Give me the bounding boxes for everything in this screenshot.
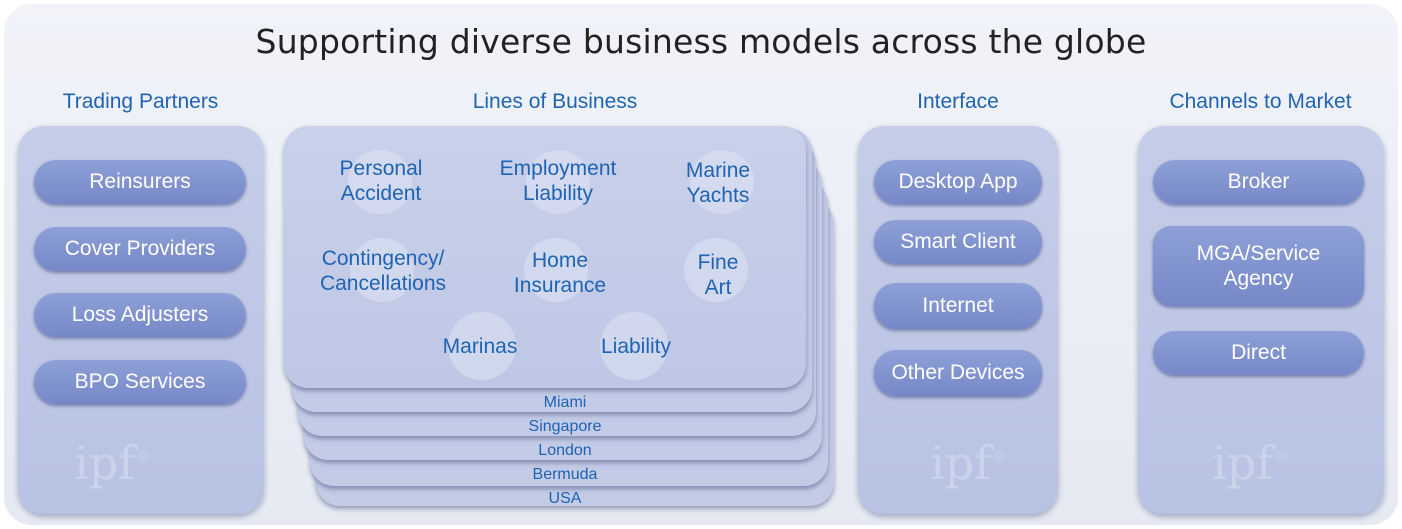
ipf-logo-watermark: ipf® bbox=[930, 436, 1008, 490]
location-usa: USA bbox=[548, 490, 582, 507]
ipf-logo-watermark: ipf® bbox=[1212, 436, 1290, 490]
lob-home-insurance: Home Insurance bbox=[513, 249, 607, 298]
bubble bbox=[524, 238, 588, 302]
trading-partner-loss-adjusters: Loss Adjusters bbox=[34, 293, 246, 337]
lob-personal-accident: Personal Accident bbox=[339, 157, 423, 206]
location-london: London bbox=[538, 442, 592, 459]
location-miami: Miami bbox=[543, 394, 587, 411]
ipf-logo-watermark: ipf® bbox=[74, 436, 152, 490]
location-bermuda: Bermuda bbox=[532, 466, 598, 483]
trading-partner-reinsurers: Reinsurers bbox=[34, 160, 246, 204]
location-singapore: Singapore bbox=[528, 418, 602, 435]
channel-direct: Direct bbox=[1153, 331, 1364, 375]
lob-liability: Liability bbox=[600, 335, 672, 358]
trading-partner-bpo-services: BPO Services bbox=[34, 360, 246, 404]
interface-smart-client: Smart Client bbox=[874, 220, 1042, 264]
lob-employment-liability: Employment Liability bbox=[499, 157, 617, 206]
channel-mga-service-agency: MGA/Service Agency bbox=[1153, 226, 1364, 306]
diagram-title: Supporting diverse business models acros… bbox=[255, 22, 1147, 61]
heading-interface: Interface bbox=[917, 90, 999, 113]
lob-marinas: Marinas bbox=[442, 335, 518, 358]
lob-contingency-cancellations: Contingency/ Cancellations bbox=[319, 247, 447, 296]
bubble bbox=[350, 238, 414, 302]
heading-lines-of-business: Lines of Business bbox=[472, 90, 638, 113]
bubble bbox=[690, 150, 754, 214]
heading-trading-partners: Trading Partners bbox=[62, 90, 219, 113]
bubble bbox=[448, 312, 516, 380]
interface-desktop-app: Desktop App bbox=[874, 160, 1042, 204]
bubble bbox=[348, 150, 412, 214]
trading-partner-cover-providers: Cover Providers bbox=[34, 227, 246, 271]
lob-marine-yachts: Marine Yachts bbox=[685, 159, 751, 208]
channel-broker: Broker bbox=[1153, 160, 1364, 204]
lob-fine-art: Fine Art bbox=[697, 251, 739, 300]
bubble bbox=[600, 312, 668, 380]
bubble bbox=[526, 150, 590, 214]
heading-channels-to-market: Channels to Market bbox=[1169, 90, 1352, 113]
bubble bbox=[684, 238, 748, 302]
interface-internet: Internet bbox=[874, 283, 1042, 329]
interface-other-devices: Other Devices bbox=[874, 350, 1042, 396]
